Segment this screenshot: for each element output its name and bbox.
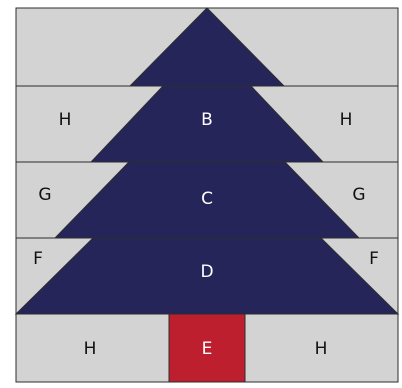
label-row2-center: C	[201, 189, 213, 209]
label-row3-right: F	[369, 249, 379, 269]
tree-tier-b	[89, 85, 325, 163]
label-row4-center: E	[202, 339, 213, 359]
tree-tier-d	[14, 237, 400, 315]
label-row4-right: H	[315, 339, 328, 359]
label-row4-left: H	[84, 339, 97, 359]
label-row1-right: H	[340, 110, 353, 130]
label-row1-center: B	[201, 110, 213, 130]
label-row3-center: D	[200, 262, 213, 282]
label-row3-left: F	[33, 249, 43, 269]
label-row2-right: G	[352, 185, 365, 205]
label-row1-left: H	[59, 110, 72, 130]
label-row2-left: G	[38, 185, 51, 205]
tree-tier-c	[53, 161, 361, 239]
